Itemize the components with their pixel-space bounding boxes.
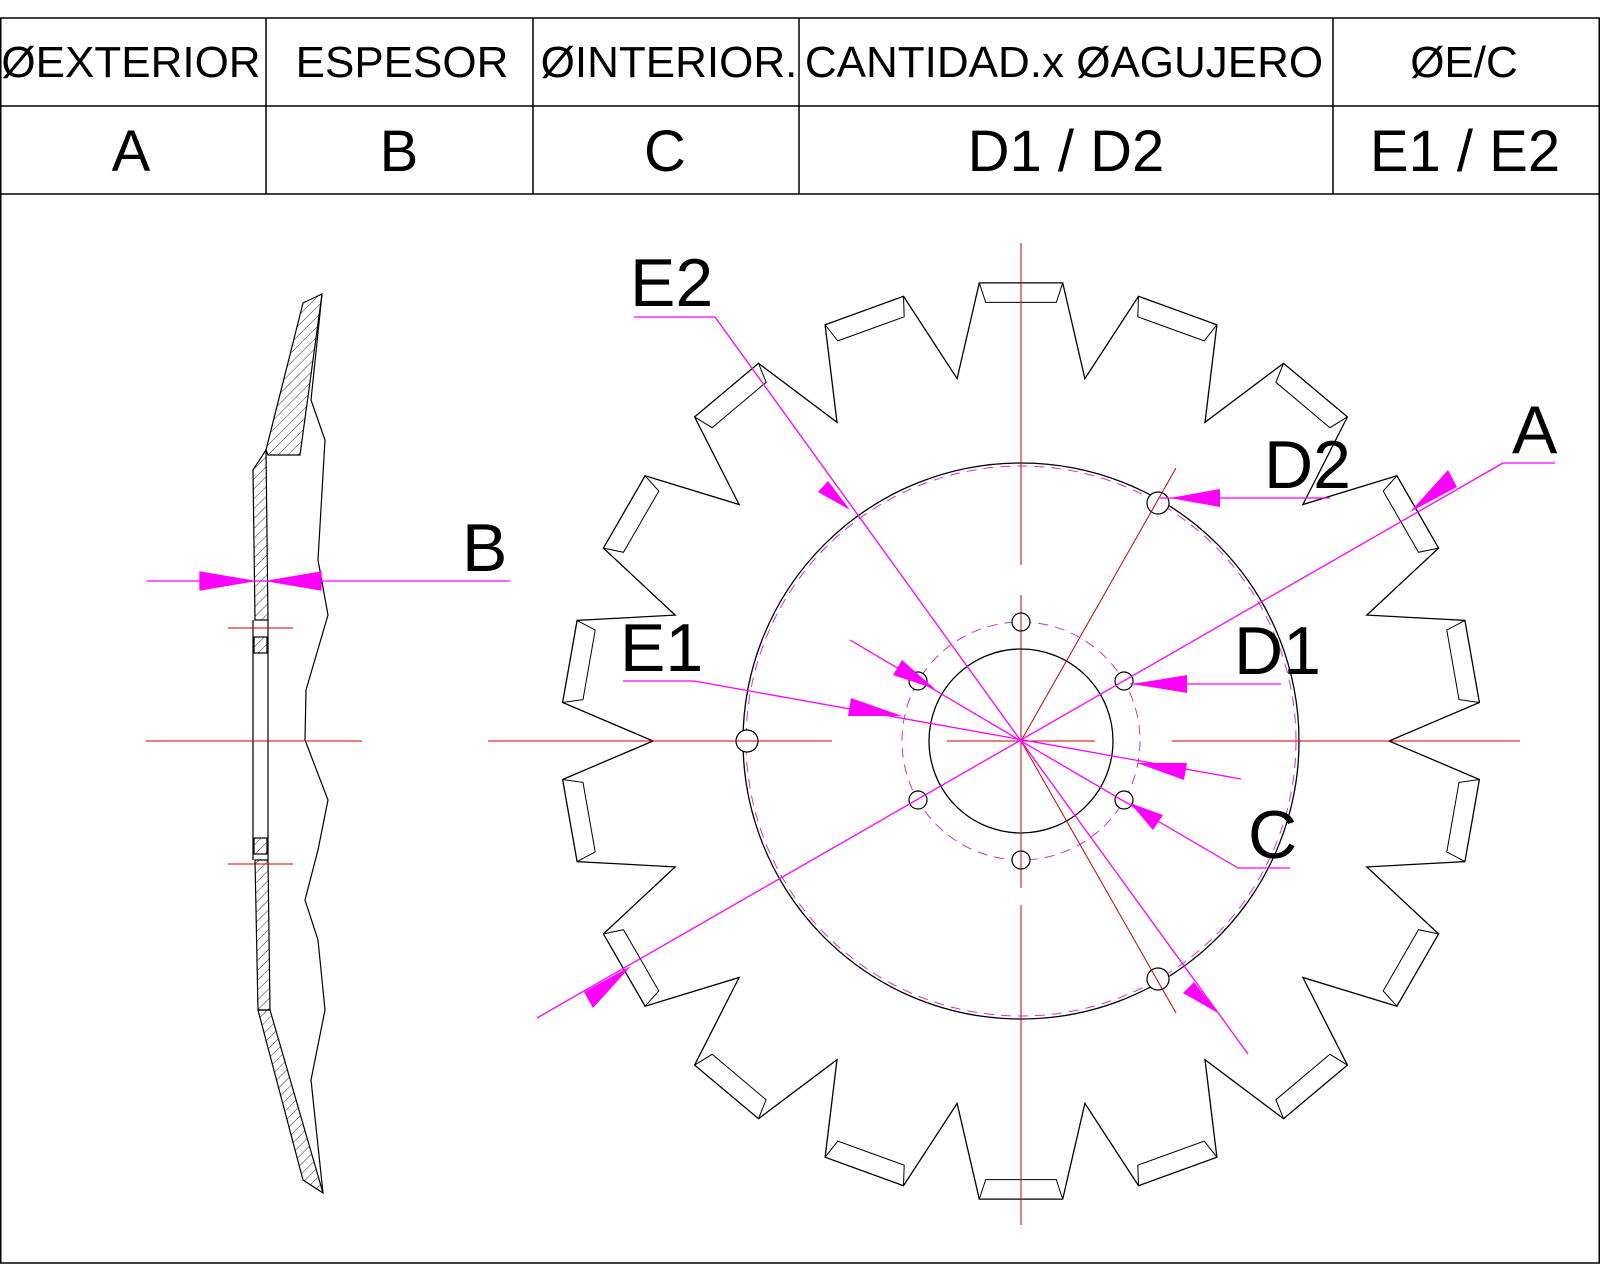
front-dimension-lines [536,316,1555,1055]
inner-bolt-circle [901,621,1141,861]
tooth-bevel [603,929,660,1007]
table-symbol-row: A B C D1 / D2 E1 / E2 [112,119,1560,184]
tooth-bevel [1275,363,1348,429]
side-section-upper-wall [252,448,269,621]
label-c: C [1248,797,1297,873]
label-a: A [1512,392,1558,468]
tooth-bevel [1382,929,1439,1007]
side-section-upper [265,292,323,456]
table-header-row: ØEXTERIOR ESPESOR ØINTERIOR. CANTIDAD.x … [1,38,1517,87]
label-e2: E2 [630,245,713,321]
tooth-bevel [824,1140,905,1186]
tooth-bevel [1446,779,1480,863]
header-center-diameter: ØE/C [1410,38,1518,87]
tooth-bevel [694,363,767,429]
front-view: E2 A D2 E1 D1 C [488,243,1558,1225]
front-dimension-arrows [584,470,1457,1013]
symbol-d1-d2: D1 / D2 [968,119,1165,184]
label-e1: E1 [620,610,703,686]
header-interior-diameter: ØINTERIOR. [541,38,798,87]
header-exterior-diameter: ØEXTERIOR [1,38,260,87]
side-view: B [146,292,510,1195]
tooth-bevel [694,1053,767,1119]
side-label-b: B [462,510,507,586]
inner-hole [908,790,928,810]
label-d1: D1 [1234,613,1321,689]
tooth-bevel [1137,1140,1218,1186]
tooth-bevel [1382,475,1439,553]
side-profile-outline [304,293,329,1194]
side-section-lower-wall [254,859,271,1011]
tooth-bevel [603,475,660,553]
tooth-bevel [562,779,596,863]
symbol-c: C [644,119,686,184]
symbol-a: A [112,119,151,184]
tooth-bevel [1446,619,1480,703]
tooth-bevel [824,296,905,342]
tooth-bevel [1275,1053,1348,1119]
front-view-labels: E2 A D2 E1 D1 C [620,245,1558,873]
outer-hole [1146,967,1170,991]
outer-hole [1146,491,1170,515]
tooth-bevel [562,619,596,703]
symbol-b: B [380,119,419,184]
tooth-bevel [1137,296,1218,342]
dimension-table [0,17,1600,1264]
front-centerlines [488,243,1520,1225]
symbol-e1-e2: E1 / E2 [1370,119,1560,184]
inner-hole [1114,790,1134,810]
label-d2: D2 [1264,427,1351,503]
header-thickness: ESPESOR [296,38,509,87]
header-hole-quantity-diameter: CANTIDAD.x ØAGUJERO [805,38,1323,87]
